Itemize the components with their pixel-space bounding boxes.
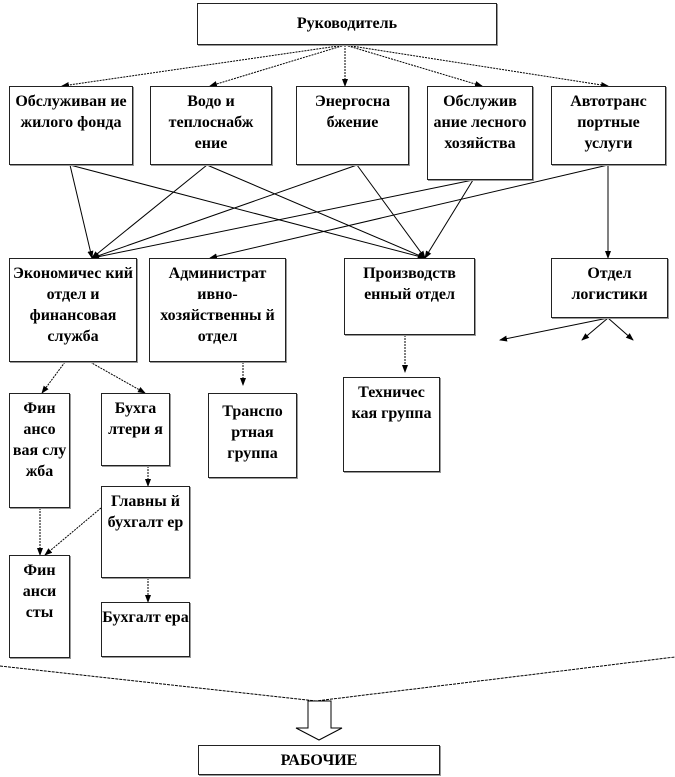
unit-finance-service: Фин ансо вая слу жба xyxy=(9,393,70,508)
arrow xyxy=(89,361,146,394)
unit-label: Техничес кая группа xyxy=(351,384,432,422)
unit-label: Фин анси сты xyxy=(22,562,57,621)
workers-box: РАБОЧИЕ xyxy=(198,745,440,775)
unit-label: Транспо ртная группа xyxy=(222,403,283,462)
arrow xyxy=(91,179,474,260)
dept-label: Отдел логистики xyxy=(571,265,648,303)
dept-label: Экономичес кий отдел и финансовая служба xyxy=(13,265,133,345)
arrow xyxy=(91,164,208,259)
dept-production: Производств енный отдел xyxy=(344,258,475,335)
arrow xyxy=(499,317,609,342)
arrow xyxy=(209,164,609,260)
arrow xyxy=(91,164,358,259)
arrow xyxy=(206,164,426,259)
dept-label: Администрат ивно-хозяйственны й отдел xyxy=(160,265,275,345)
arrow-head-to-housing xyxy=(61,44,346,88)
unit-label: Фин ансо вая слу жба xyxy=(12,400,67,480)
unit-accountants: Бухгалт ера xyxy=(101,602,190,657)
unit-label: Бухга лтери я xyxy=(108,400,163,438)
unit-label: Бухгалт ера xyxy=(102,609,189,626)
unit-label: Главны й бухгалт ер xyxy=(107,493,184,531)
dept-economic: Экономичес кий отдел и финансовая служба xyxy=(9,258,137,362)
dept-label: Производств енный отдел xyxy=(363,265,456,303)
service-label: Обслужив ание лесного хозяйства xyxy=(433,93,527,152)
unit-technical-group: Техничес кая группа xyxy=(343,377,440,472)
unit-financiers: Фин анси сты xyxy=(9,555,70,658)
workers-label: РАБОЧИЕ xyxy=(280,752,358,769)
arrow-head-to-water xyxy=(209,44,346,87)
service-label: Энергосна бжение xyxy=(314,93,391,131)
unit-transport-group: Транспо ртная группа xyxy=(208,393,297,478)
arrow xyxy=(424,179,474,259)
arrow xyxy=(44,507,102,556)
hollow-arrow-icon xyxy=(295,700,343,741)
service-water: Водо и теплоснабж ение xyxy=(150,86,272,165)
head-box: Руководитель xyxy=(197,3,497,45)
service-transport: Автотранс портные услуги xyxy=(551,86,666,165)
workers-funnel-line xyxy=(0,656,675,702)
head-label: Руководитель xyxy=(296,15,398,32)
service-housing: Обслуживан ие жилого фонда xyxy=(9,86,133,165)
arrow xyxy=(41,361,66,394)
arrow xyxy=(69,164,426,260)
arrow-head-to-forest xyxy=(344,44,483,87)
unit-accounting: Бухга лтери я xyxy=(101,393,170,466)
arrow xyxy=(356,164,426,259)
dept-logistics: Отдел логистики xyxy=(551,258,668,318)
unit-chief-accountant: Главны й бухгалт ер xyxy=(101,486,190,578)
service-energy: Энергосна бжение xyxy=(296,86,409,165)
arrow xyxy=(69,164,94,259)
dept-admin: Администрат ивно-хозяйственны й отдел xyxy=(149,258,286,362)
service-label: Водо и теплоснабж ение xyxy=(168,93,254,152)
service-label: Обслуживан ие жилого фонда xyxy=(15,93,127,131)
arrow xyxy=(581,317,609,341)
service-forest: Обслужив ание лесного хозяйства xyxy=(427,86,533,180)
service-label: Автотранс портные услуги xyxy=(570,93,647,152)
arrow xyxy=(607,317,634,341)
arrow-head-to-transport xyxy=(344,44,609,88)
